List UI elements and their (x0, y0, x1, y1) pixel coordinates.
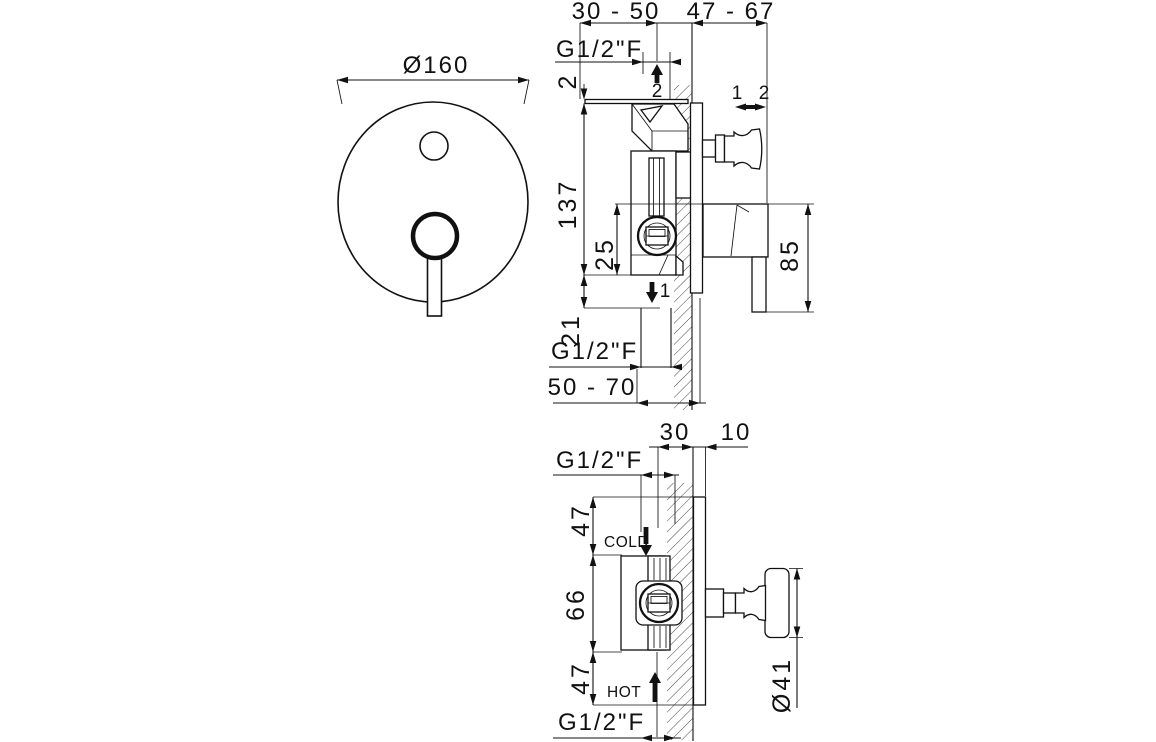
lever-hub (410, 211, 460, 261)
diverter-pos1-label: 1 (732, 83, 743, 104)
dim-left-stack-bottom: 47 66 47 (562, 496, 694, 706)
cold-flow: COLD (604, 527, 652, 556)
diverter-button (419, 131, 449, 161)
flow-arrow-down: 1 (640, 281, 672, 368)
flow-arrow-up: 2 (651, 64, 663, 102)
diverter-position-arrows: 1 2 (732, 83, 770, 111)
lever-handle-side (751, 256, 767, 313)
cover-plate-side-bottom (692, 496, 707, 706)
dim-bottom-thread-bottom: G1/2"F (553, 652, 681, 742)
dim-protrusion-range: 47 - 67 (687, 0, 776, 25)
plate-diameter-label: Ø160 (403, 52, 470, 79)
bottom-section-view: 30 10 G1/2"F 47 66 (553, 419, 803, 742)
dim-top-chain: 30 - 50 47 - 67 (572, 0, 776, 203)
bottom-thread-label: G1/2"F (551, 338, 638, 365)
lever-body (702, 203, 769, 258)
dim-outlet-depth-label: 50 - 70 (548, 374, 637, 401)
dim-recess-depth-label: 30 (660, 419, 691, 446)
control-knob-bottom (704, 567, 790, 639)
dim-outlet-depth: 50 - 70 (548, 298, 706, 407)
dim-handle-drop-label: 85 (776, 238, 804, 272)
diverter-knob (701, 128, 763, 170)
hot-flow: HOT (607, 672, 661, 702)
valve-body (584, 98, 693, 276)
cover-plate-side (689, 102, 704, 294)
bottom-thread-label-bottom: G1/2"F (558, 709, 645, 736)
body-top (631, 103, 689, 152)
dim-body-span-label: 66 (562, 587, 590, 621)
top-thread-label-bottom: G1/2"F (556, 447, 643, 474)
body-neck (675, 151, 693, 199)
dim-bottom-thread: G1/2"F (549, 338, 682, 371)
dim-hot-span-label: 47 (567, 661, 595, 695)
front-view: Ø160 (336, 52, 530, 317)
dim-left-stack: 2 137 21 (554, 73, 660, 347)
dim-top-thread-bottom: G1/2"F (553, 447, 679, 532)
cold-port (647, 555, 671, 583)
top-thread-label: G1/2"F (556, 36, 643, 63)
dim-handle-drop: 85 (766, 204, 814, 313)
cold-label: COLD (604, 534, 649, 551)
flow-up-label: 2 (652, 81, 663, 102)
dim-top-thread: G1/2"F (555, 36, 681, 99)
hot-port (647, 623, 671, 651)
dim-body-height: 137 (554, 179, 582, 230)
dim-plate-depth-label: 10 (721, 419, 752, 446)
diverter-pos2-label: 2 (759, 83, 770, 104)
plate-diameter-dimension (336, 76, 530, 105)
mounting-bar (584, 98, 689, 105)
side-section-view: 30 - 50 47 - 67 G1/2"F 2 2 (548, 0, 814, 410)
valve-body-bottom (620, 555, 683, 651)
flow-down-label: 1 (660, 281, 671, 302)
dim-wall-depth-range: 30 - 50 (572, 0, 661, 25)
dim-cold-span-label: 47 (567, 503, 595, 537)
dim-knob-diameter: Ø41 (768, 568, 803, 713)
dim-outlet-offset-label: 25 (591, 237, 619, 271)
dim-recess-chain: 30 10 (649, 419, 752, 528)
outlet-pipe (640, 308, 672, 368)
dim-knob-diameter-label: Ø41 (768, 657, 796, 713)
dim-plate-edge: 2 (554, 73, 582, 90)
hot-label: HOT (607, 684, 641, 701)
dim-outlet-offset: 25 (591, 204, 621, 275)
knob-face-disc (764, 567, 790, 639)
dim-outlet-stub: 21 (557, 313, 585, 347)
mixer-lever (702, 203, 769, 313)
